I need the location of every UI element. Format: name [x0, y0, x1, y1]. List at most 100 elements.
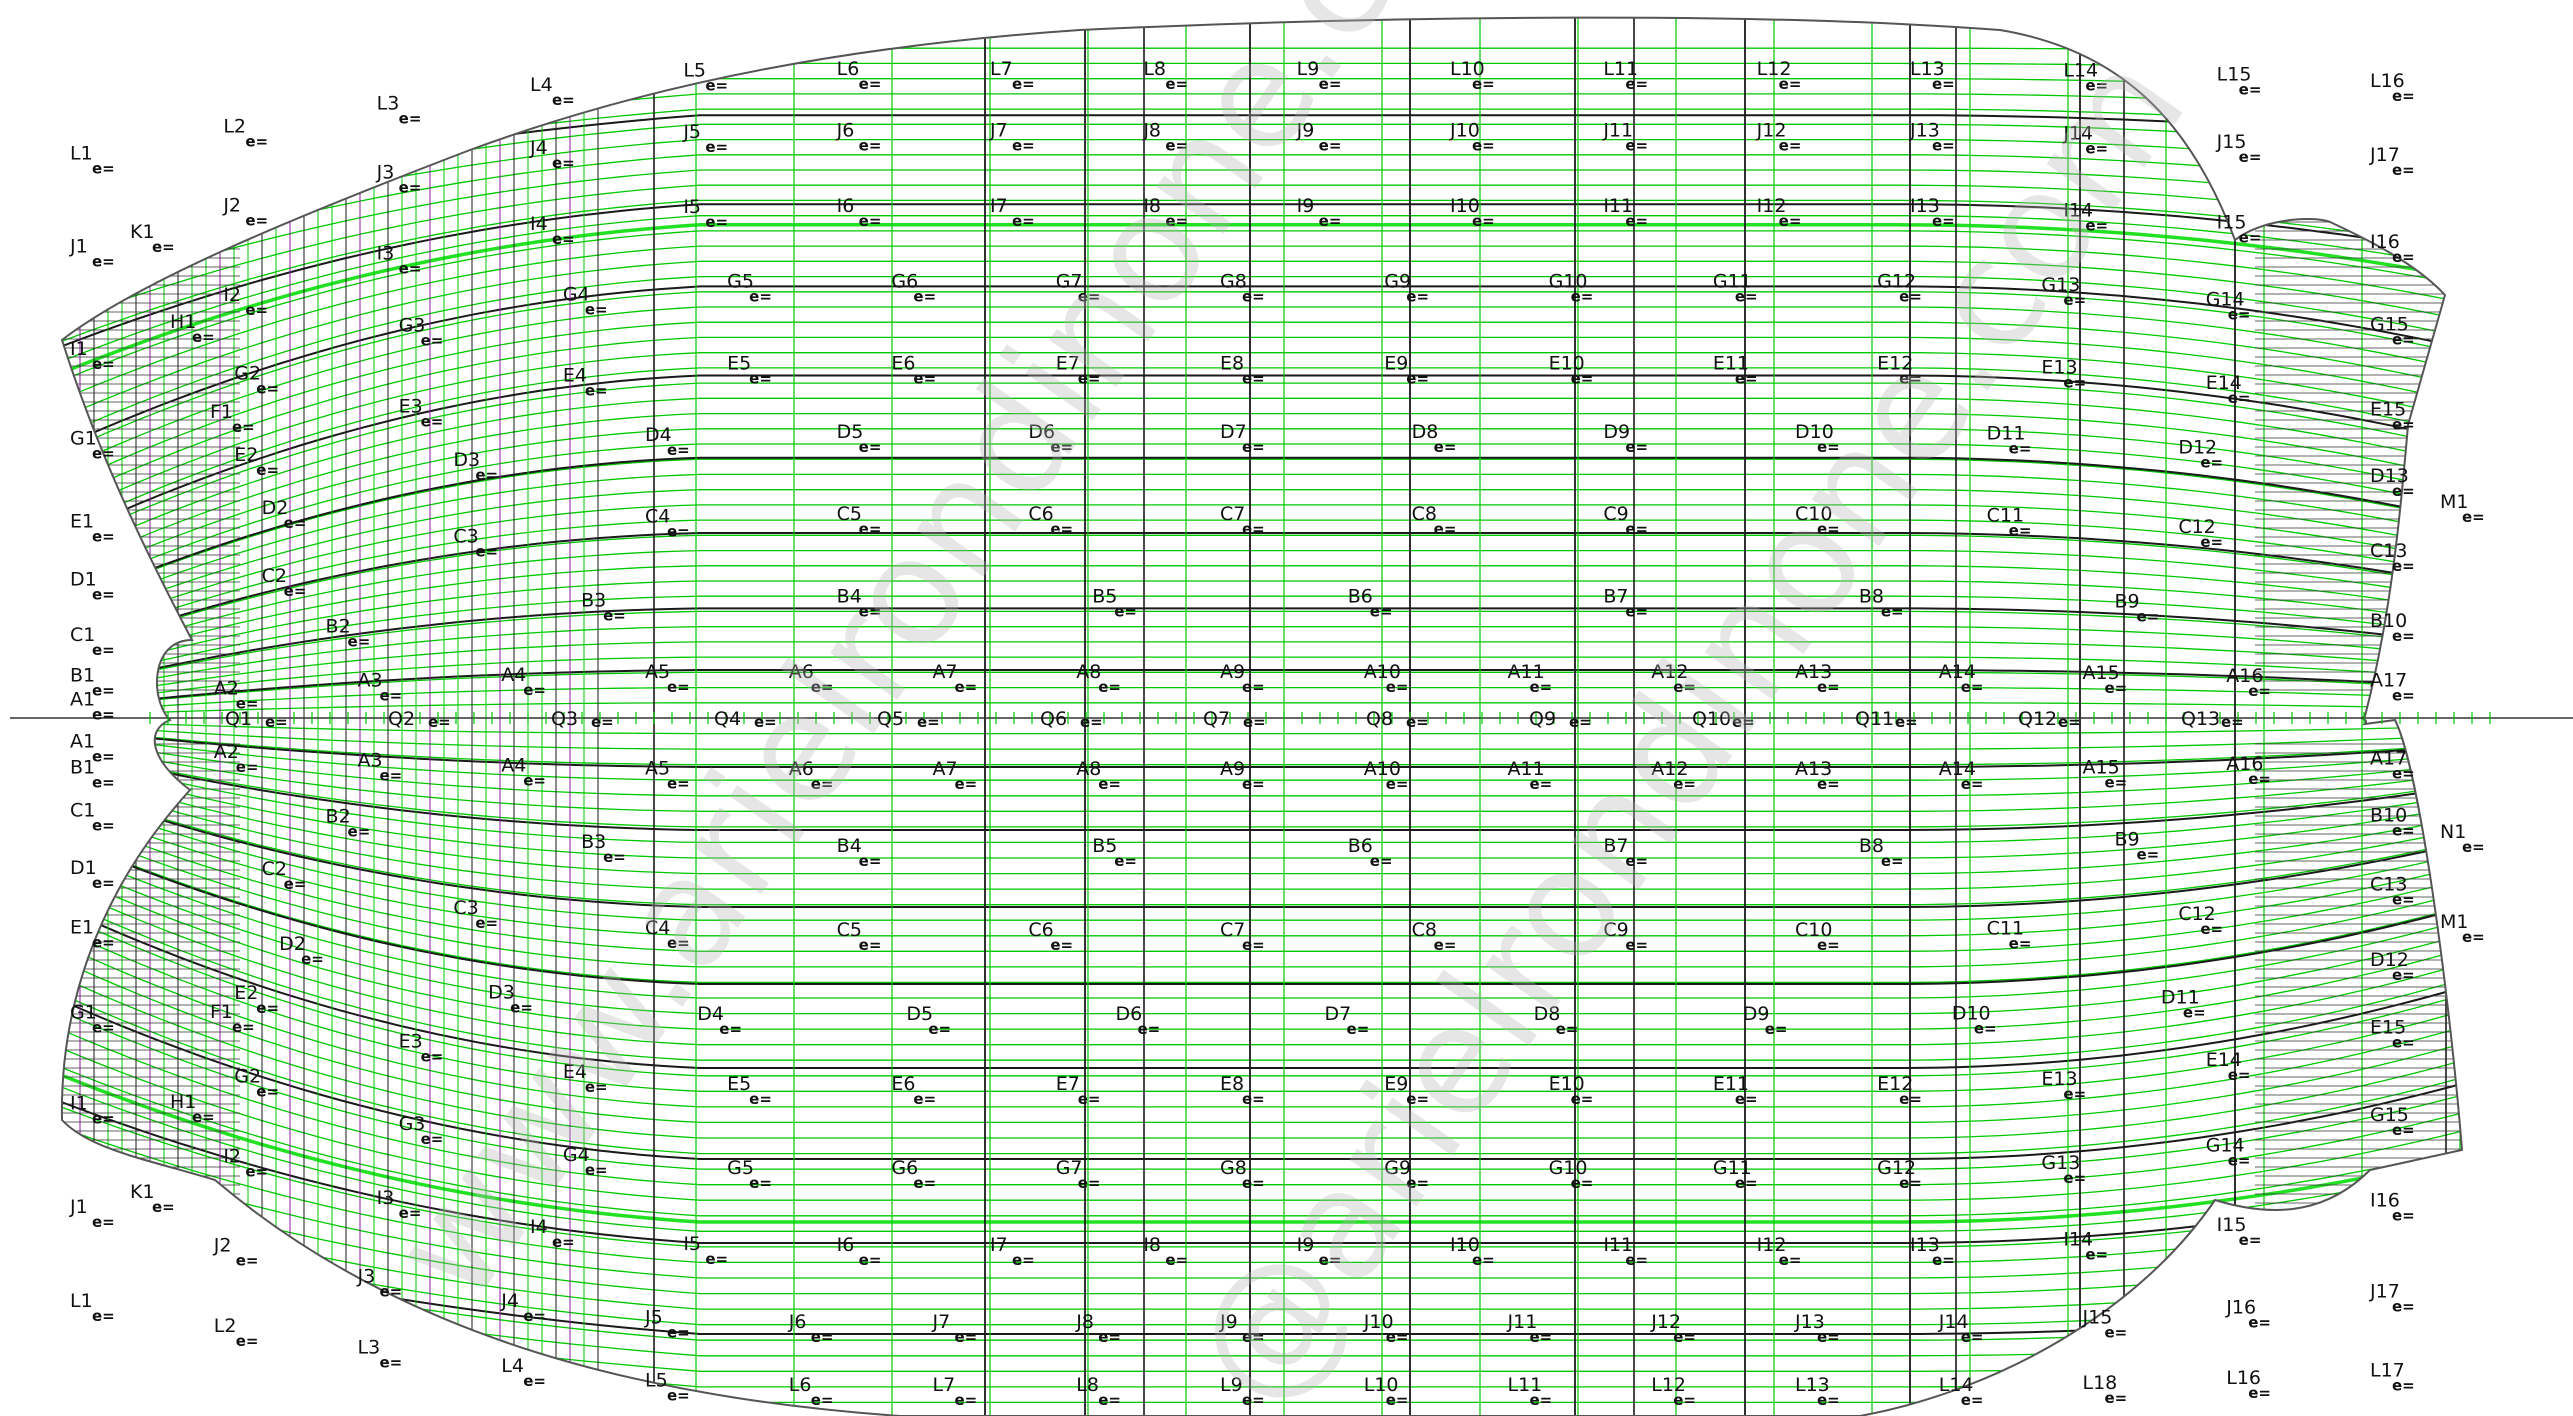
piece-label: C7: [1220, 919, 1245, 941]
piece-label: I15: [2217, 1214, 2247, 1236]
e-marker: e=: [2228, 1152, 2251, 1170]
piece-label: I10: [1450, 195, 1480, 217]
e-marker: e=: [552, 91, 575, 109]
piece-label: B6: [1348, 835, 1373, 857]
piece-label: D6: [1028, 421, 1055, 443]
e-marker: e=: [1569, 713, 1592, 731]
e-marker: e=: [475, 914, 498, 932]
piece-label: B6: [1348, 585, 1373, 607]
piece-label: C6: [1028, 503, 1053, 525]
e-marker: e=: [380, 1354, 403, 1372]
piece-label: L2: [223, 116, 246, 138]
e-marker: e=: [955, 775, 978, 793]
e-marker: e=: [552, 1233, 575, 1251]
e-marker: e=: [1899, 1174, 1922, 1192]
e-marker: e=: [1370, 602, 1393, 620]
piece-label: G2: [234, 363, 261, 385]
piece-label: B10: [2370, 805, 2407, 827]
e-marker: e=: [1319, 1251, 1342, 1269]
piece-label: B8: [1859, 585, 1884, 607]
plank-line: [61, 884, 2462, 1077]
e-marker: e=: [301, 950, 324, 968]
piece-label: E9: [1384, 1073, 1408, 1095]
e-marker: e=: [2228, 1066, 2251, 1084]
piece-label: C4: [645, 917, 670, 939]
e-marker: e=: [913, 1090, 936, 1108]
piece-label: D1: [70, 857, 97, 879]
e-marker: e=: [421, 412, 444, 430]
piece-label: C9: [1603, 503, 1628, 525]
e-marker: e=: [2239, 228, 2262, 246]
e-marker: e=: [1242, 1090, 1265, 1108]
e-marker: e=: [1530, 1391, 1553, 1409]
e-marker: e=: [1386, 775, 1409, 793]
piece-label: A1: [70, 731, 95, 753]
plank-line: [61, 1021, 2462, 1201]
strake-boundary: [61, 809, 2462, 985]
piece-label: M1: [2440, 491, 2468, 513]
piece-label: I4: [530, 213, 548, 235]
piece-label: F1: [210, 1001, 233, 1023]
e-marker: e=: [236, 758, 259, 776]
plank-line: [61, 306, 2462, 500]
piece-label: G8: [1220, 270, 1247, 292]
piece-label: I9: [1297, 1234, 1315, 1256]
piece-label: A7: [933, 661, 958, 683]
e-marker: e=: [2183, 1003, 2206, 1021]
e-marker: e=: [236, 1251, 259, 1269]
piece-label: E10: [1549, 1073, 1585, 1095]
piece-label: I3: [377, 1187, 395, 1209]
plank-line: [61, 1041, 2462, 1217]
piece-label: G1: [70, 1001, 97, 1023]
e-marker: e=: [92, 682, 115, 700]
e-marker: e=: [1406, 1174, 1429, 1192]
piece-label: L13: [1795, 1374, 1830, 1396]
e-marker: e=: [603, 848, 626, 866]
piece-label: J13: [1909, 120, 1940, 142]
piece-label: G4: [563, 1144, 590, 1166]
e-marker: e=: [1932, 137, 1955, 155]
e-marker: e=: [1932, 212, 1955, 230]
e-marker: e=: [1098, 1328, 1121, 1346]
e-marker: e=: [2063, 374, 2086, 392]
piece-label: C13: [2370, 540, 2407, 562]
piece-label: A14: [1939, 661, 1976, 683]
piece-label: J4: [500, 1290, 519, 1312]
piece-label: E3: [399, 1030, 423, 1052]
piece-label: G15: [2370, 1104, 2409, 1126]
e-marker: e=: [1406, 1090, 1429, 1108]
piece-label: E10: [1549, 353, 1585, 375]
e-marker: e=: [2392, 330, 2415, 348]
e-marker: e=: [1779, 75, 1802, 93]
e-marker: e=: [1779, 212, 1802, 230]
plank-line: [61, 184, 2462, 345]
piece-label: B9: [2114, 829, 2139, 851]
e-marker: e=: [749, 1090, 772, 1108]
piece-label: D3: [453, 449, 480, 471]
piece-label: I11: [1603, 195, 1633, 217]
e-marker: e=: [2085, 76, 2108, 94]
e-marker: e=: [2239, 80, 2262, 98]
e-marker: e=: [749, 287, 772, 305]
piece-label: L12: [1651, 1374, 1686, 1396]
e-marker: e=: [955, 678, 978, 696]
e-marker: e=: [2009, 439, 2032, 457]
e-marker: e=: [2392, 161, 2415, 179]
piece-label: I13: [1910, 1234, 1940, 1256]
plank-line: [61, 742, 2462, 859]
plank-line: [61, 1104, 2462, 1264]
e-marker: e=: [2392, 686, 2415, 704]
plank-line: [61, 870, 2462, 1061]
piece-label: J15: [2216, 131, 2247, 153]
piece-label: J14: [2062, 123, 2093, 145]
e-marker: e=: [245, 211, 268, 229]
piece-label: C7: [1220, 503, 1245, 525]
piece-label: J8: [1075, 1311, 1094, 1333]
piece-label: I2: [223, 1146, 241, 1168]
e-marker: e=: [1817, 936, 1840, 954]
plank-line: [61, 732, 2462, 828]
piece-label: L14: [1939, 1374, 1974, 1396]
piece-label: G1: [70, 427, 97, 449]
